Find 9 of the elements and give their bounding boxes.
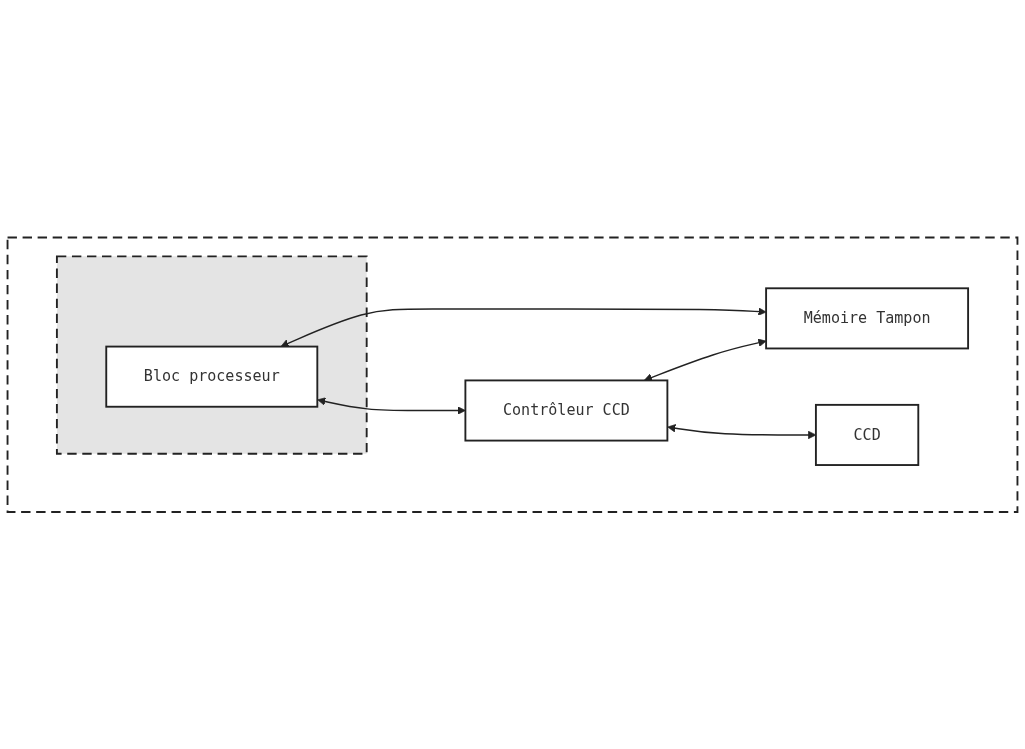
arrow <box>280 307 767 347</box>
arrow <box>317 397 466 415</box>
node-box: Bloc processeur <box>105 345 319 408</box>
cluster <box>55 255 368 455</box>
node-box: CCD <box>814 403 920 466</box>
node-box: Mémoire Tampon <box>765 287 970 350</box>
cluster <box>6 236 1019 513</box>
arrow <box>643 338 767 382</box>
node-box: Contrôleur CCD <box>464 379 669 442</box>
